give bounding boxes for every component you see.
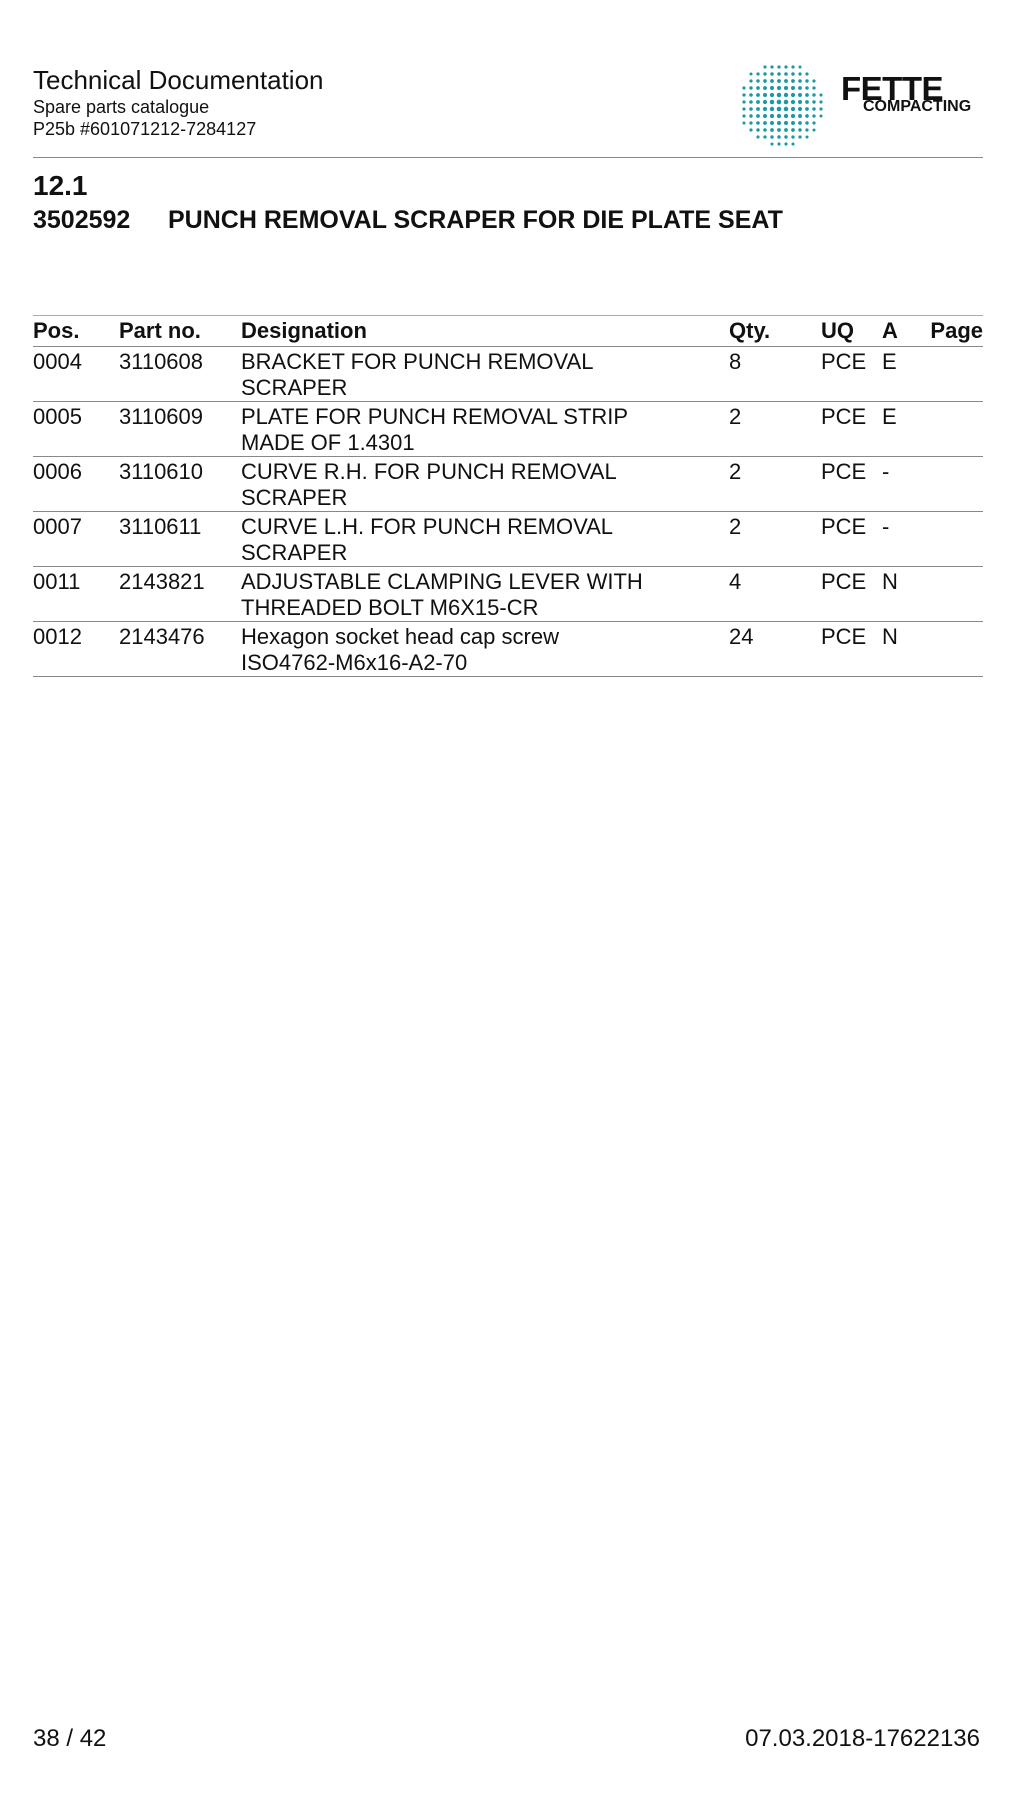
section-title: PUNCH REMOVAL SCRAPER FOR DIE PLATE SEAT bbox=[168, 206, 783, 234]
cell-uq: PCE bbox=[821, 404, 867, 429]
col-a: A bbox=[882, 318, 898, 343]
cell-page bbox=[922, 347, 983, 402]
cell-pos: 0012 bbox=[33, 624, 82, 649]
col-part-no: Part no. bbox=[119, 318, 201, 343]
cell-qty: 8 bbox=[729, 349, 742, 374]
cell-part-no: 3110608 bbox=[119, 349, 204, 374]
designation-line-1: PLATE FOR PUNCH REMOVAL STRIP bbox=[241, 404, 629, 429]
designation-line-1: Hexagon socket head cap screw bbox=[241, 624, 559, 649]
cell-a: N bbox=[882, 569, 898, 594]
cell-pos: 0005 bbox=[33, 404, 82, 429]
cell-part-no: 3110611 bbox=[119, 514, 202, 539]
cell-uq: PCE bbox=[821, 624, 867, 649]
dotted-sphere-icon bbox=[742, 65, 823, 146]
cell-uq: PCE bbox=[821, 569, 867, 594]
cell-part-no: 2143821 bbox=[119, 569, 205, 594]
cell-qty: 2 bbox=[729, 514, 742, 539]
table-row: 0012 2143476 Hexagon socket head cap scr… bbox=[33, 622, 983, 677]
designation-line-2: SCRAPER bbox=[241, 375, 348, 400]
fette-logo: FETTE COMPACTING bbox=[735, 58, 985, 150]
page-number: 38 / 42 bbox=[33, 1725, 107, 1752]
cell-a: - bbox=[882, 514, 890, 539]
cell-pos: 0004 bbox=[33, 349, 82, 374]
col-designation: Designation bbox=[241, 318, 367, 343]
cell-a: E bbox=[882, 349, 897, 374]
col-qty: Qty. bbox=[729, 318, 771, 343]
cell-a: - bbox=[882, 459, 890, 484]
col-pos: Pos. bbox=[33, 318, 80, 343]
cell-uq: PCE bbox=[821, 349, 867, 374]
cell-part-no: 3110610 bbox=[119, 459, 204, 484]
table-row: 0007 3110611 CURVE L.H. FOR PUNCH REMOVA… bbox=[33, 512, 983, 567]
cell-pos: 0011 bbox=[33, 569, 81, 594]
table-row: 0005 3110609 PLATE FOR PUNCH REMOVAL STR… bbox=[33, 402, 983, 457]
document-date: 07.03.2018-17622136 bbox=[745, 1725, 980, 1752]
cell-page bbox=[922, 457, 983, 512]
table-row: 0011 2143821 ADJUSTABLE CLAMPING LEVER W… bbox=[33, 567, 983, 622]
section-part-number: 3502592 bbox=[33, 206, 131, 234]
cell-a: E bbox=[882, 404, 897, 429]
cell-page bbox=[922, 567, 983, 622]
document-header: Technical Documentation Spare parts cata… bbox=[33, 64, 324, 140]
designation-line-1: BRACKET FOR PUNCH REMOVAL bbox=[241, 349, 594, 374]
table-header-row: Pos. Part no. Designation Qty. UQ A Page bbox=[33, 315, 983, 347]
table-row: 0006 3110610 CURVE R.H. FOR PUNCH REMOVA… bbox=[33, 457, 983, 512]
section-number: 12.1 bbox=[33, 170, 88, 201]
col-page: Page bbox=[930, 318, 983, 343]
cell-uq: PCE bbox=[821, 459, 867, 484]
designation-line-2: MADE OF 1.4301 bbox=[241, 430, 415, 455]
document-title: Technical Documentation bbox=[33, 65, 324, 95]
designation-line-2: ISO4762-M6x16-A2-70 bbox=[241, 650, 468, 675]
cell-qty: 2 bbox=[729, 404, 742, 429]
cell-qty: 2 bbox=[729, 459, 742, 484]
logo-subbrand: COMPACTING bbox=[863, 98, 972, 115]
designation-line-2: THREADED BOLT M6X15-CR bbox=[241, 595, 539, 620]
cell-pos: 0007 bbox=[33, 514, 82, 539]
parts-table: Pos. Part no. Designation Qty. UQ A Page… bbox=[33, 315, 983, 677]
cell-qty: 24 bbox=[729, 624, 754, 649]
section-title-line: 3502592 PUNCH REMOVAL SCRAPER FOR DIE PLA… bbox=[33, 206, 783, 235]
cell-page bbox=[922, 512, 983, 567]
cell-uq: PCE bbox=[821, 514, 867, 539]
col-uq: UQ bbox=[821, 318, 854, 343]
designation-line-2: SCRAPER bbox=[241, 540, 348, 565]
designation-line-1: CURVE L.H. FOR PUNCH REMOVAL bbox=[241, 514, 614, 539]
cell-part-no: 3110609 bbox=[119, 404, 204, 429]
cell-page bbox=[922, 402, 983, 457]
logo-brand: FETTE bbox=[841, 70, 944, 107]
header-divider bbox=[33, 157, 983, 158]
cell-page bbox=[922, 622, 983, 677]
cell-a: N bbox=[882, 624, 898, 649]
cell-part-no: 2143476 bbox=[119, 624, 205, 649]
designation-line-1: ADJUSTABLE CLAMPING LEVER WITH bbox=[241, 569, 643, 594]
designation-line-2: SCRAPER bbox=[241, 485, 348, 510]
document-subtitle: Spare parts catalogue bbox=[33, 97, 210, 117]
designation-line-1: CURVE R.H. FOR PUNCH REMOVAL bbox=[241, 459, 617, 484]
cell-qty: 4 bbox=[729, 569, 742, 594]
document-id: P25b #601071212-7284127 bbox=[33, 119, 257, 139]
cell-pos: 0006 bbox=[33, 459, 82, 484]
